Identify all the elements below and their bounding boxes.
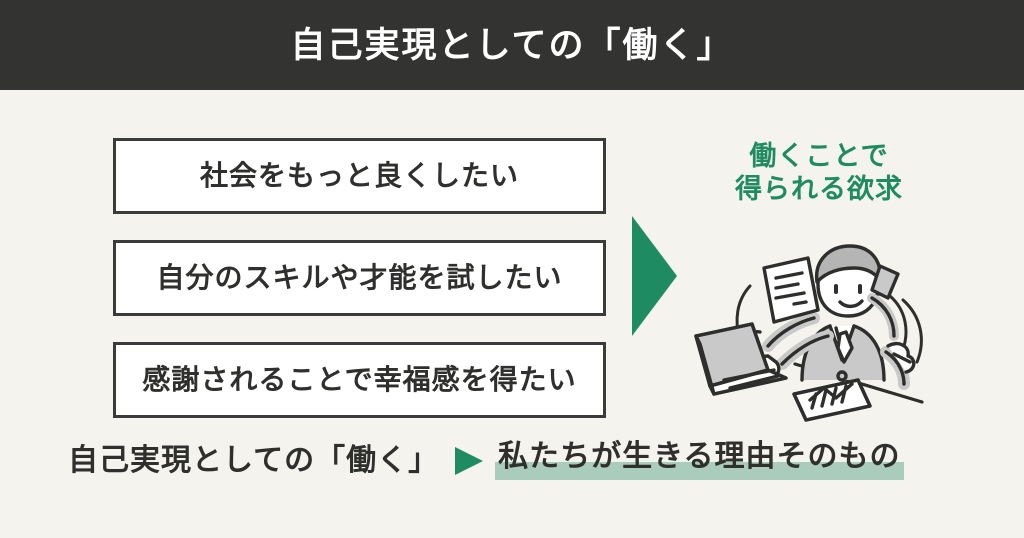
conclusion-line: 自己実現としての「働く」 私たちが生きる理由そのもの: [68, 438, 904, 484]
conclusion-emphasis-text: 私たちが生きる理由そのもの: [495, 442, 904, 480]
right-arrow-icon: [632, 216, 677, 336]
busy-businessman-multitasking-illustration: [694, 244, 924, 422]
statement-box: 社会をもっと良くしたい: [113, 138, 606, 214]
statement-text: 社会をもっと良くしたい: [199, 160, 519, 191]
statement-box: 感謝されることで幸福感を得たい: [113, 342, 606, 418]
needs-caption-line-1: 働くことで: [749, 141, 889, 171]
right-arrow-icon: [455, 447, 484, 475]
needs-caption-line-2: 得られる欲求: [735, 173, 903, 204]
conclusion-lead-text: 自己実現としての「働く」: [68, 444, 440, 477]
page-title: 自己実現としての「働く」: [290, 25, 734, 65]
header-bar: 自己実現としての「働く」: [0, 0, 1024, 90]
statement-list: 社会をもっと良くしたい 自分のスキルや才能を試したい 感謝されることで幸福感を得…: [113, 138, 606, 418]
statement-text: 自分のスキルや才能を試したい: [156, 262, 563, 293]
needs-caption: 働くことで 得られる欲求: [694, 140, 944, 206]
statement-text: 感謝されることで幸福感を得たい: [142, 364, 577, 395]
statement-box: 自分のスキルや才能を試したい: [113, 240, 606, 316]
